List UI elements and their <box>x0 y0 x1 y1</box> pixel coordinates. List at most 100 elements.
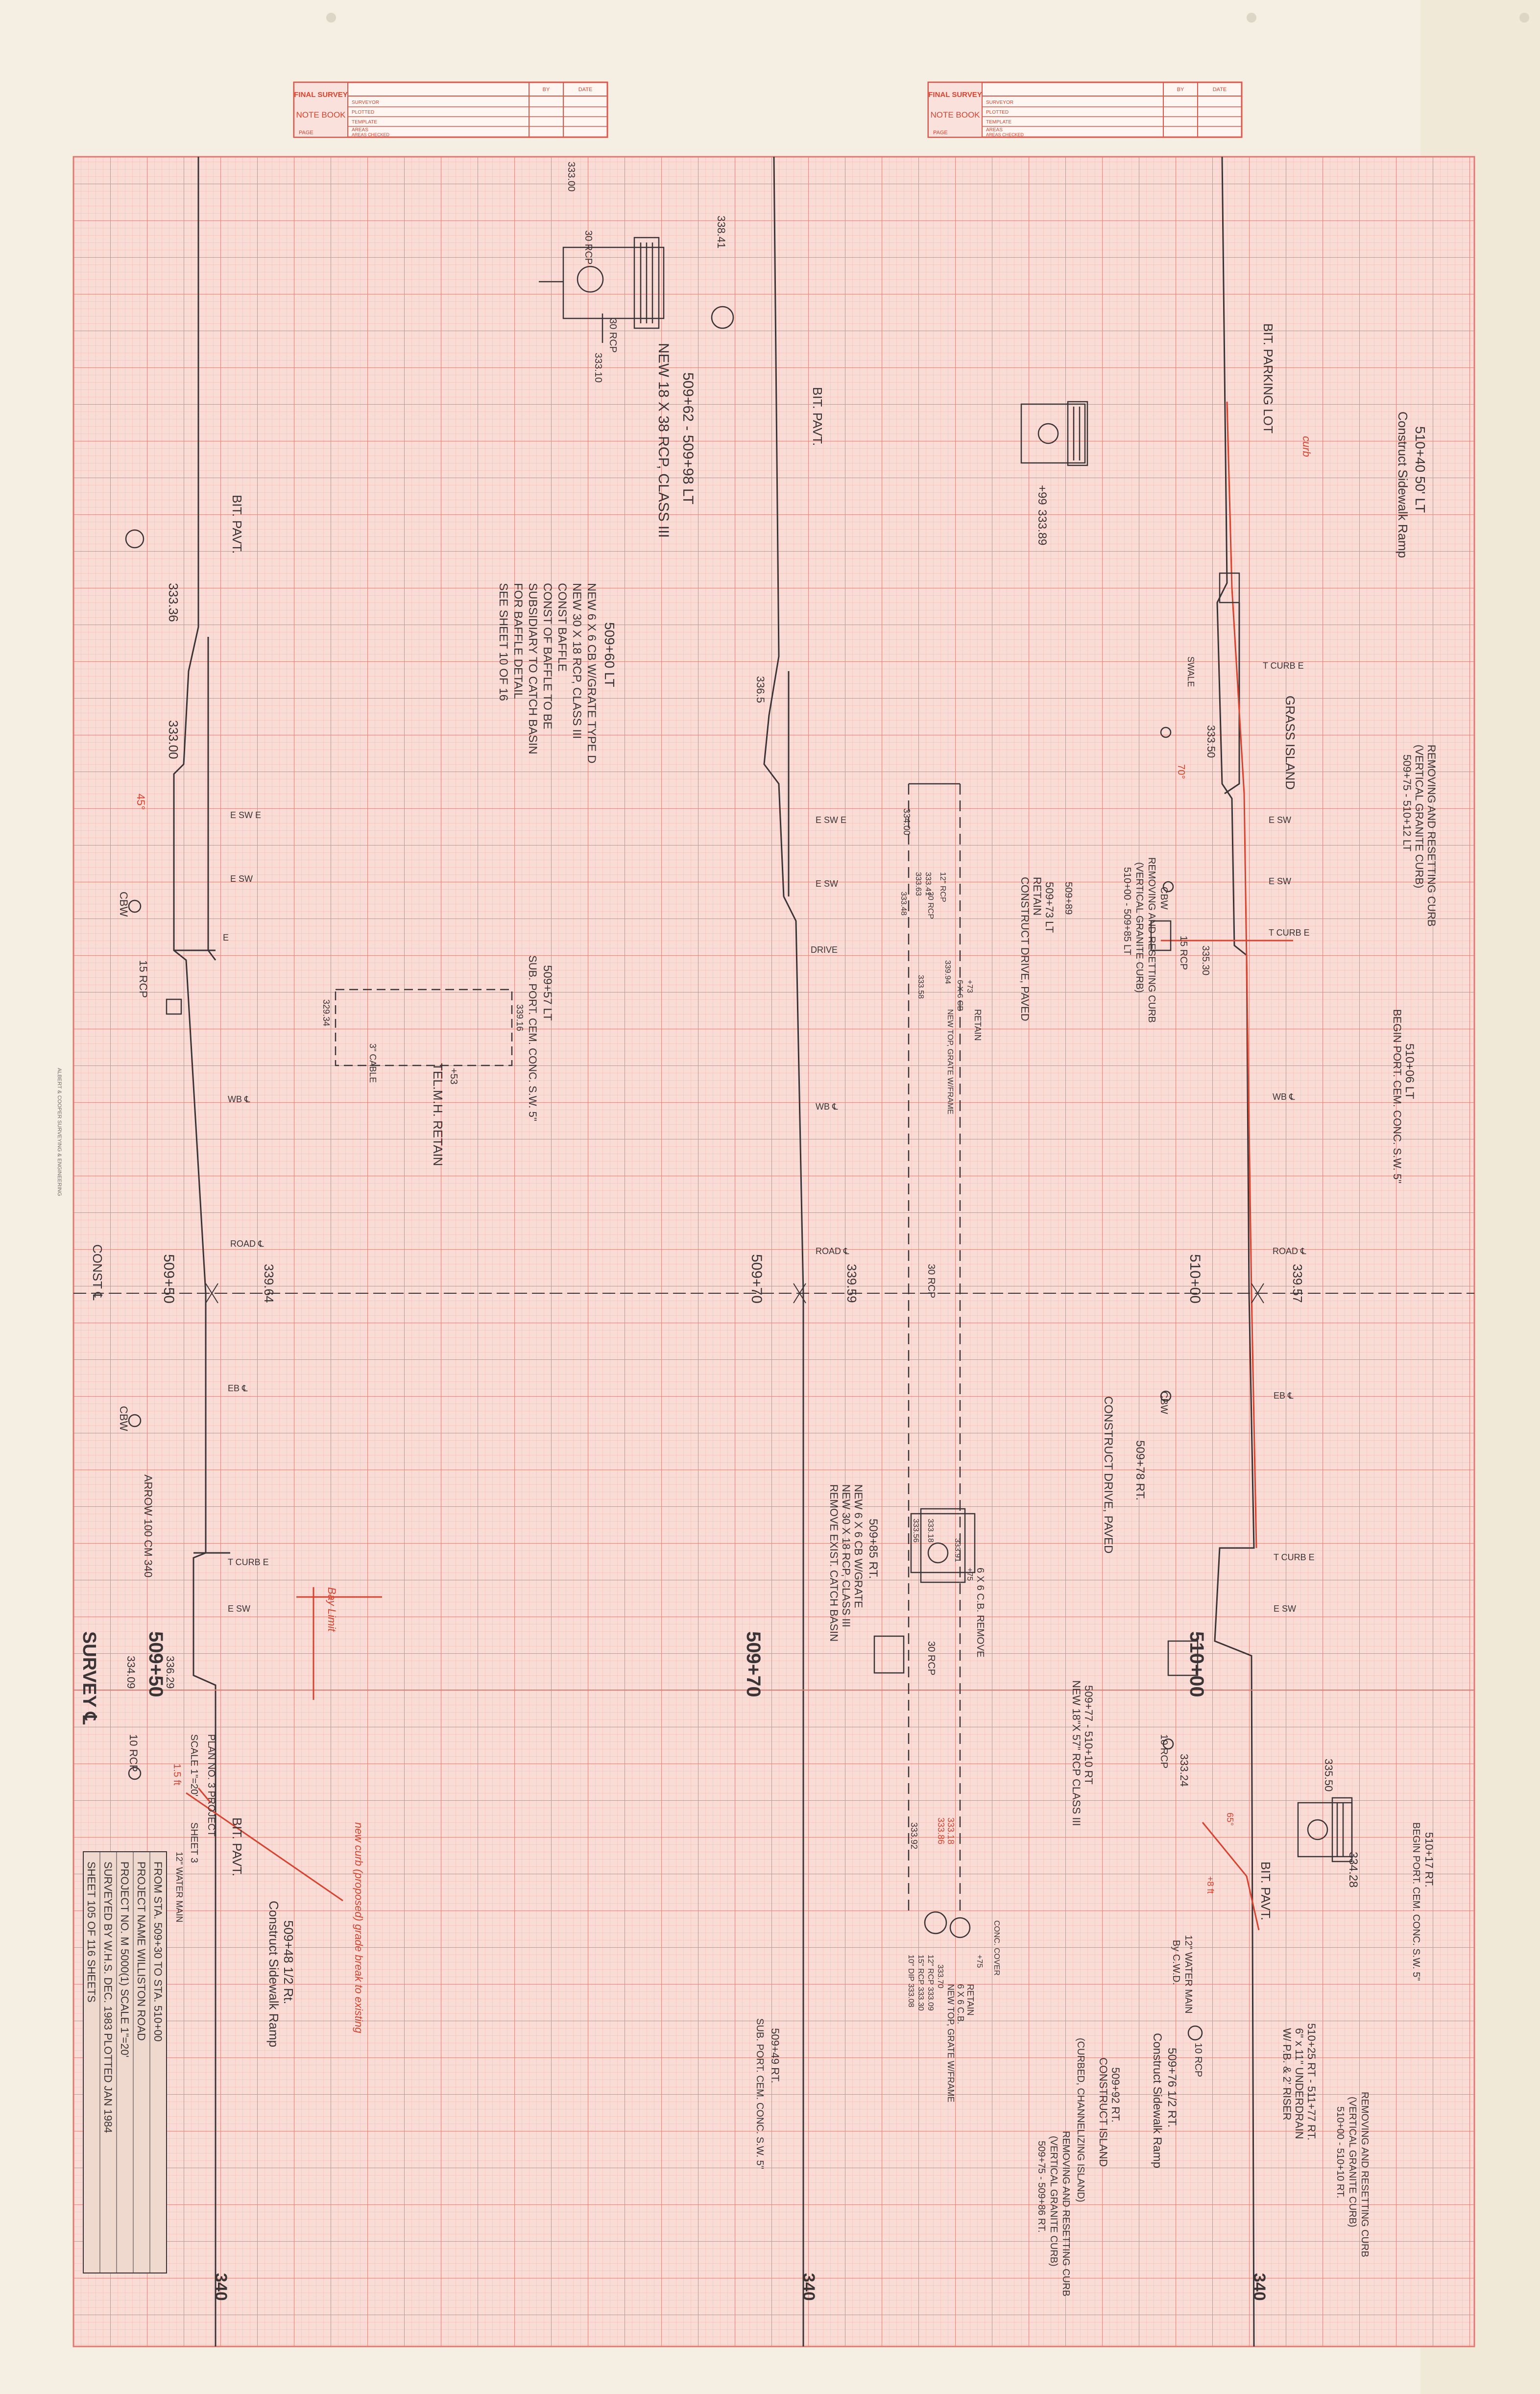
station-label-mid-small: 509+70 <box>748 1254 765 1304</box>
mid-cb-2-line: NEW 6 X 6 CB W/GRATE <box>852 1484 865 1608</box>
title-field: AREAS CHECKED <box>352 132 390 137</box>
right-island-3: (CURBED, CHANNELIZING ISLAND) <box>1075 2038 1086 2202</box>
right-road-elev: 339.57 <box>1290 1264 1305 1303</box>
mid-elev-ts: 509+89 <box>1063 882 1074 915</box>
mid-cb-2-elev-b: 333.56 <box>912 1519 920 1543</box>
title-field: AREAS <box>352 127 368 133</box>
right-bit-pavt: BIT. PAVT. <box>1258 1862 1273 1920</box>
left-telmh-elev-b: 329.34 <box>321 999 331 1026</box>
footer-scale-note: SCALE 1"=20' <box>189 1734 199 1796</box>
left-red-note-2: Bay Limit <box>326 1587 338 1632</box>
sheet-info-block: FROM STA. 509+30 TO STA. 510+00 PROJECT … <box>83 1734 217 2273</box>
right-sw-note-1: 510+06 LT <box>1403 1043 1416 1099</box>
title-block-right: FINAL SURVEY NOTE BOOK PAGE BY DATE SURV… <box>927 81 1243 138</box>
right-under-1: 510+25 RT - 511+77 RT. <box>1305 2023 1318 2140</box>
mid-cb-line: NEW 30 X 18 RCP, CLASS III <box>570 583 583 739</box>
title-field: SURVEYOR <box>986 100 1013 105</box>
right-pipe-note-2: By C.W.D. <box>1171 1940 1181 1985</box>
mid-pipe-2: 30 RCP <box>926 1641 937 1675</box>
mid-remove-curb-1: 509+49 RT. <box>769 2028 781 2083</box>
mid-elev-top: 338.41 <box>715 216 727 248</box>
left-sw-2: E SW <box>230 874 253 884</box>
footer-sheet-note: SHEET 3 <box>189 1822 199 1863</box>
title-block-left: FINAL SURVEY NOTE BOOK PAGE BY DATE SURV… <box>293 81 608 138</box>
title-field: PLOTTED <box>352 110 374 115</box>
right-grass: GRASS ISLAND <box>1283 696 1298 790</box>
left-elev-3: 334.09 <box>125 1656 137 1689</box>
title-block-by: BY <box>543 87 550 93</box>
mid-cb-3-elev: 15" RCP 333.30 <box>916 1955 925 2011</box>
mid-drive-note-3: CONSTRUCT DRIVE, PAVED <box>1019 877 1031 1021</box>
mid-cb-3-elev: 10" DIP 333.08 <box>907 1955 915 2007</box>
mid-bit-pavt: BIT. PAVT. <box>810 387 825 446</box>
mid-road-elev: 339.59 <box>844 1264 859 1303</box>
left-road: ROAD ℄ <box>230 1239 264 1249</box>
left-telmh-elev-a: 339.16 <box>515 1004 525 1031</box>
survey-baselines <box>73 1293 1474 1691</box>
right-remove-3: 509+75 - 510+12 LT <box>1401 754 1413 851</box>
right-bit-parking: BIT. PARKING LOT <box>1261 323 1275 434</box>
mid-cb-3-elev: 12" RCP 333.09 <box>926 1955 935 2011</box>
right-esw-2: E SW <box>1269 876 1291 886</box>
punch-hole <box>1519 13 1529 23</box>
mid-cb-2-remove: 6 X 6 C.B. REMOVE <box>975 1568 986 1657</box>
right-esw-3: E SW <box>1274 1604 1296 1614</box>
mid-cb-3-elev: +75 <box>975 1955 984 1968</box>
mid-drive-rt-2: CONSTRUCT DRIVE, PAVED <box>1102 1396 1115 1553</box>
right-curb-red: curb <box>1300 436 1313 457</box>
right-cbw: CBW <box>1158 887 1169 910</box>
mid-dp-elev-1: 334.00 <box>902 808 912 835</box>
mid-cb-line: SEE SHEET 10 OF 16 <box>497 583 510 701</box>
title-field: AREAS <box>986 127 1003 133</box>
left-curve-note: new curb (proposed) grade break to exist… <box>353 1822 365 2033</box>
mid-remove-curb-2: SUB. PORT. CEM. CONC. S.W. 5" <box>754 2018 765 2169</box>
mid-dp-4: 333.58 <box>916 975 925 999</box>
mid-cb-note-2: 30 RCP <box>607 318 618 353</box>
left-angle-1: 45° <box>135 794 147 810</box>
left-cb-1: E <box>223 933 229 943</box>
right-esw-1: E SW <box>1269 815 1291 825</box>
mid-dp-elev-2: 333.63 <box>914 872 922 896</box>
title-field: PLOTTED <box>986 110 1009 115</box>
footer-line: FROM STA. 509+30 TO STA. 510+00 <box>152 1862 164 2042</box>
station-marks <box>205 1283 1264 1304</box>
right-rcp-3: 10 RCP <box>1193 2043 1203 2077</box>
left-cbw: CBW <box>118 892 130 917</box>
right-remove-rt-1: REMOVING AND RESETTING CURB <box>1359 2092 1370 2257</box>
mid-cb-2-num: +75 <box>965 1568 974 1581</box>
right-elev-3: 334.28 <box>1347 1852 1360 1887</box>
right-ramp-2: Construct Sidewalk Ramp <box>1396 411 1410 558</box>
left-rcp: 15 RCP <box>137 960 149 998</box>
mid-remove-1: REMOVING AND RESETTING CURB <box>1146 857 1157 1023</box>
right-elev-2: 333.24 <box>1178 1754 1190 1787</box>
mid-drive-note-2: RETAIN <box>1031 877 1043 916</box>
right-red-note: +8 ft <box>1205 1876 1215 1894</box>
punch-hole <box>326 13 336 23</box>
mid-drive-note-1: 509+73 LT <box>1043 882 1056 933</box>
mid-cb-1: 509+60 LT <box>602 622 617 687</box>
mid-drive: DRIVE <box>811 945 838 955</box>
left-telmh-num: +53 <box>448 1068 459 1085</box>
survey-label: SURVEY ℄ <box>79 1631 99 1724</box>
right-wb: WB ℄ <box>1273 1092 1295 1102</box>
right-remove-rt-b2: (VERTICAL GRANITE CURB) <box>1048 2136 1059 2267</box>
mid-cb-3-line: NEW TOP, GRATE W/FRAME <box>946 1984 956 2103</box>
mid-retain-1: 509+57 LT <box>541 965 554 1021</box>
left-sw-1: E SW E <box>230 810 261 820</box>
right-under-2: 6" x 11" UNDERDRAIN <box>1293 2028 1305 2139</box>
mid-cb-line: SUBSIDIARY TO CATCH BASIN <box>526 583 539 754</box>
right-t-curb-2: T CURB E <box>1269 928 1310 938</box>
mid-dp-9: NEW TOP, GRATE W/FRAME <box>946 1009 954 1114</box>
right-new-pipe: NEW 18"X 57" RCP CLASS III <box>1070 1680 1083 1826</box>
right-pipe-range: 509+77 - 510+10 RT <box>1083 1685 1095 1785</box>
title-block-book: NOTE BOOK <box>930 110 980 120</box>
left-cable: 3" CABLE <box>368 1043 378 1083</box>
right-swale: SWALE <box>1186 656 1196 687</box>
mid-cb-3: CONC. COVER <box>992 1920 1001 1976</box>
right-ramp-rt-1: 509+76 1/2 RT. <box>1165 2048 1179 2128</box>
left-bit-pavt-top: BIT. PAVT. <box>230 495 244 554</box>
title-block-label: FINAL SURVEY <box>928 91 982 99</box>
right-cbw-2: CBW <box>1158 1391 1169 1414</box>
mid-cb-2-line: REMOVE EXIST. CATCH BASIN <box>828 1484 840 1642</box>
title-block-date: DATE <box>578 87 593 93</box>
